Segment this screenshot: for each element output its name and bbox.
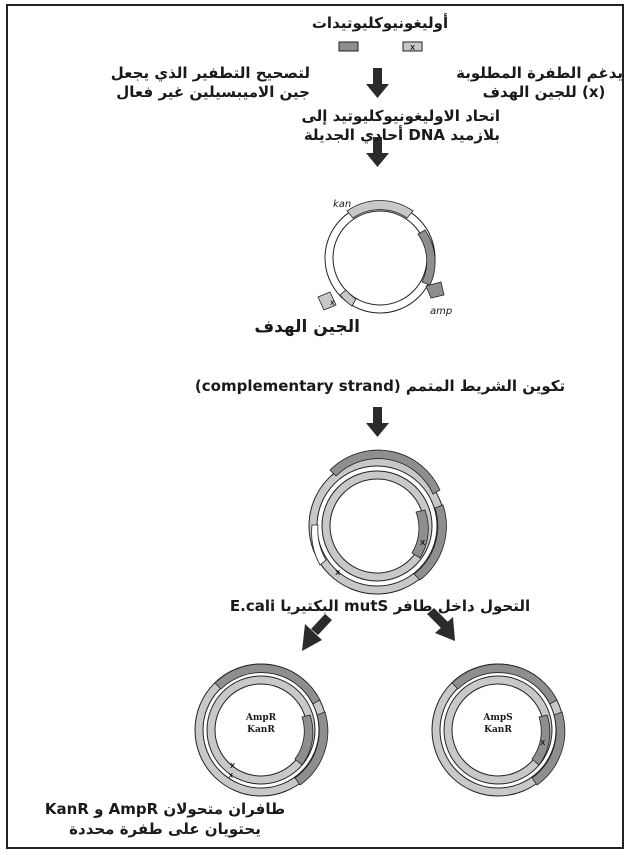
oligo-marker: x	[410, 43, 416, 53]
correct-amp-line1: لتصحيح التطفير الذي يجعل	[110, 64, 310, 82]
right-marker-kan: KanR	[484, 725, 512, 735]
insert-mut-line2: (x) للجين الهدف	[482, 83, 606, 101]
svg-text:x: x	[228, 771, 234, 781]
oligo-right	[402, 41, 423, 52]
ss-plasmid: x	[317, 200, 445, 314]
svg-text:x: x	[230, 761, 236, 771]
correct-amp-line2: جين الاميبسيلين غير فعال	[116, 83, 310, 101]
target-gene-label: الجين الهدف	[254, 317, 360, 337]
svg-text:x: x	[420, 538, 426, 548]
insert-mut-line1: يدغم الطفرة المطلوبة	[456, 64, 623, 82]
svg-text:x: x	[540, 738, 546, 748]
oligo-left	[338, 41, 359, 52]
bottom-line1: طافران متحولان AmpR و KanR	[44, 800, 286, 818]
kan-label: kan	[333, 199, 352, 210]
transform-label: التحول داخل طافر mutS البكتيريا E.cali	[229, 597, 531, 615]
ds-plasmid: x x	[308, 449, 447, 595]
left-marker-kan: KanR	[247, 725, 275, 735]
figure-frame	[6, 4, 624, 849]
amp-label: amp	[430, 306, 453, 317]
right-marker-amp: AmpS	[483, 713, 513, 723]
anneal-line2: بلازميد DNA أحادي الجديلة	[303, 126, 500, 144]
svg-text:x: x	[330, 298, 335, 307]
arrow-2	[366, 137, 389, 167]
anneal-line1: اتحاد الاوليغونيوكليوتيد إلى	[301, 107, 500, 125]
svg-text:x: x	[335, 568, 341, 578]
plasmid-left: x x	[194, 663, 329, 797]
arrow-right	[427, 608, 455, 641]
arrow-left	[302, 614, 332, 651]
complementary-label: تكوين الشريط المتمم (complementary stran…	[194, 377, 566, 395]
plasmid-right: x	[431, 663, 566, 797]
arrow-1	[366, 68, 389, 98]
oligos-title: أوليغونيوكليوتيدات	[311, 14, 449, 32]
arrow-3	[366, 407, 389, 437]
left-marker-amp: AmpR	[245, 713, 277, 723]
bottom-line2: يحتويان على طفرة محددة	[69, 820, 261, 838]
